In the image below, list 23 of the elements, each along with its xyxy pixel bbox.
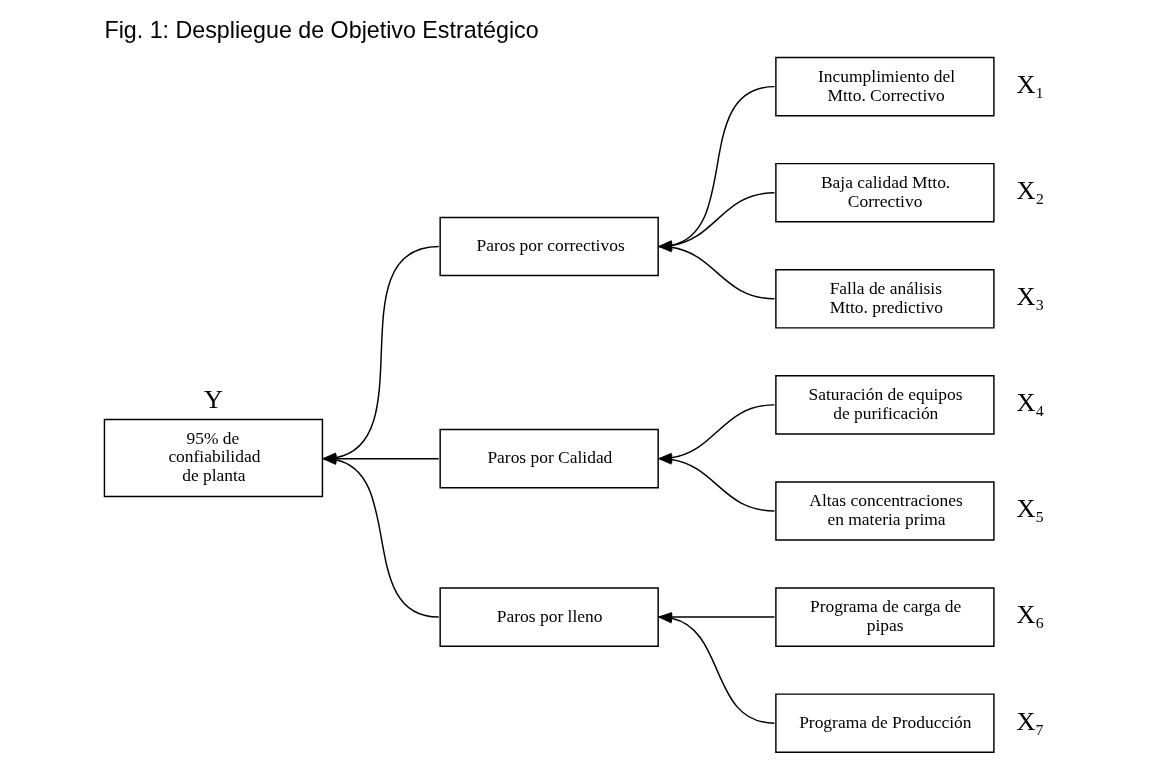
diagram-title: Fig. 1: Despliegue de Objetivo Estratégico <box>103 17 539 44</box>
node-box: Programa de Producción <box>774 693 995 753</box>
node-box: Saturación de equipos de purificación <box>774 375 995 435</box>
node-label: X₃ <box>1015 282 1044 312</box>
node-label: X₄ <box>1015 388 1044 418</box>
node-label: X₅ <box>1015 494 1044 524</box>
node-label: X₁ <box>1015 70 1044 99</box>
node-box: Paros por Calidad <box>438 428 659 489</box>
node-label: X₆ <box>1015 600 1044 630</box>
node-label: X₇ <box>1015 706 1044 736</box>
arrow <box>656 191 775 251</box>
node-box: Paros por lleno <box>438 587 659 647</box>
arrow <box>656 85 775 251</box>
node-box: Baja calidad Mtto. Correctivo <box>774 162 995 223</box>
node-box: Incumplimiento del Mtto. Correctivo <box>774 56 995 117</box>
node-box: Altas concentraciones en materia prima <box>774 481 995 541</box>
node-box: Paros por correctivos <box>438 216 659 277</box>
arrow <box>656 242 775 300</box>
node-box: 95% de confiabilidad de planta <box>103 418 323 498</box>
node-label: Y <box>203 385 223 415</box>
node-box: Programa de carga de pipas <box>774 587 995 647</box>
node-box: Falla de análisis Mtto. predictivo <box>774 269 995 329</box>
node-label: X₂ <box>1015 176 1044 206</box>
